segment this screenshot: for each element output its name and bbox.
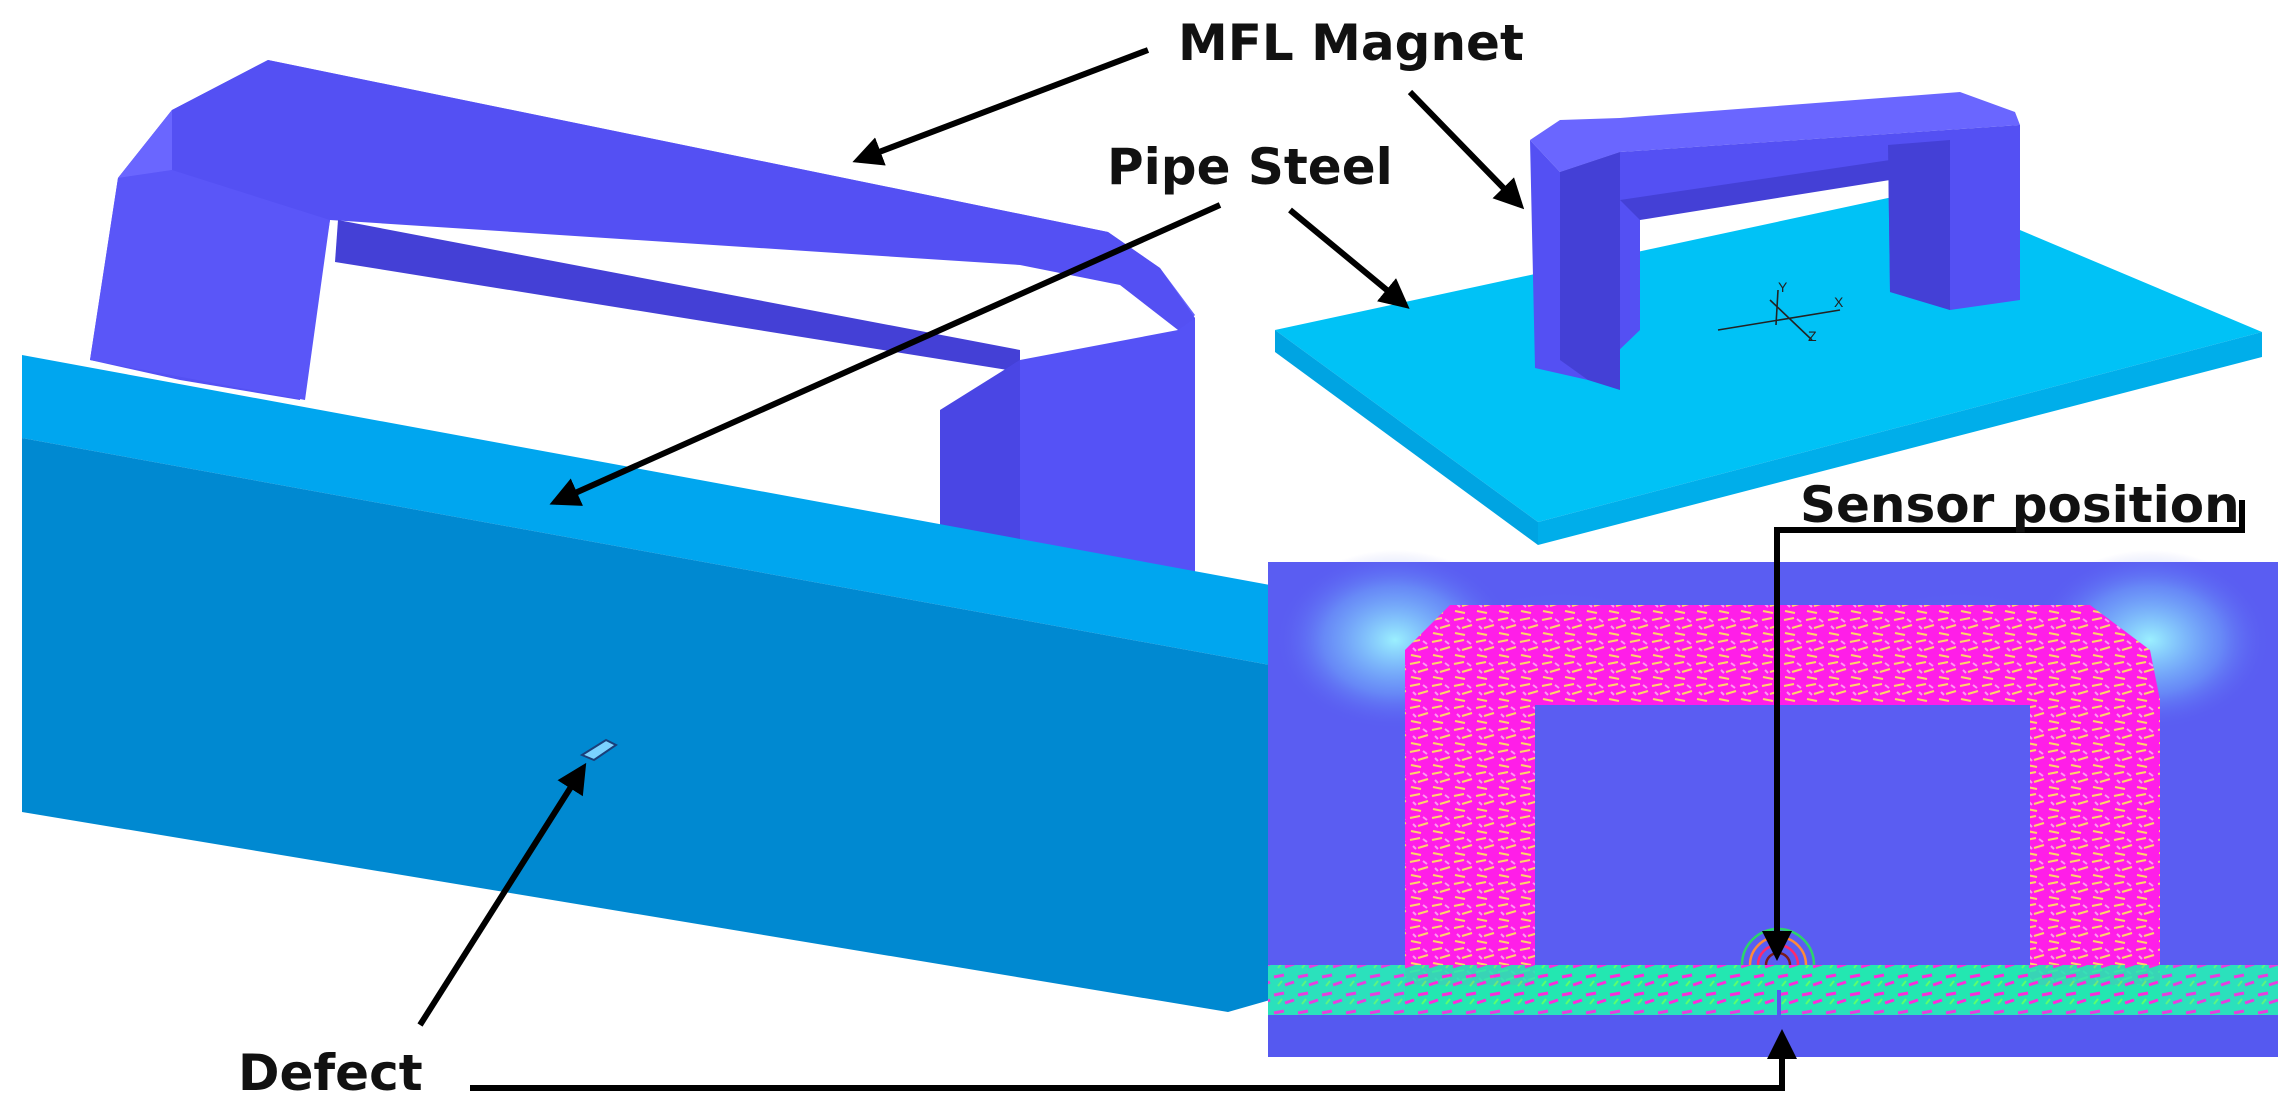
arrow-steel-large: [549, 202, 1222, 506]
axis-label-y: Y: [1778, 279, 1788, 295]
axis-label-x: X: [1834, 294, 1844, 310]
label-sensor-position: Sensor position: [1800, 476, 2240, 534]
defect-marker: [579, 738, 618, 762]
arrow-mfl-small: [1407, 89, 1525, 210]
annotation-arrows: [417, 47, 2245, 1091]
axis-triad: [1717, 289, 1841, 341]
arrow-steel-small: [1288, 207, 1410, 309]
axis-label-z: Z: [1808, 328, 1817, 344]
arrow-defect: [417, 762, 587, 1027]
label-mfl-magnet: MFL Magnet: [1178, 14, 1524, 72]
label-defect: Defect: [238, 1044, 423, 1102]
label-pipe-steel: Pipe Steel: [1107, 138, 1393, 196]
arrow-defect-sim: [470, 1029, 1797, 1091]
small-mfl-magnet: [1530, 92, 2020, 390]
large-mfl-magnet: [90, 60, 1195, 580]
small-model: Y X Z: [1275, 92, 2262, 545]
large-pipe-steel: [22, 355, 1270, 1012]
arrow-mfl-large: [852, 47, 1150, 166]
arrow-sensor: [1762, 500, 2245, 961]
flux-simulation-panel: [1268, 550, 2278, 1057]
